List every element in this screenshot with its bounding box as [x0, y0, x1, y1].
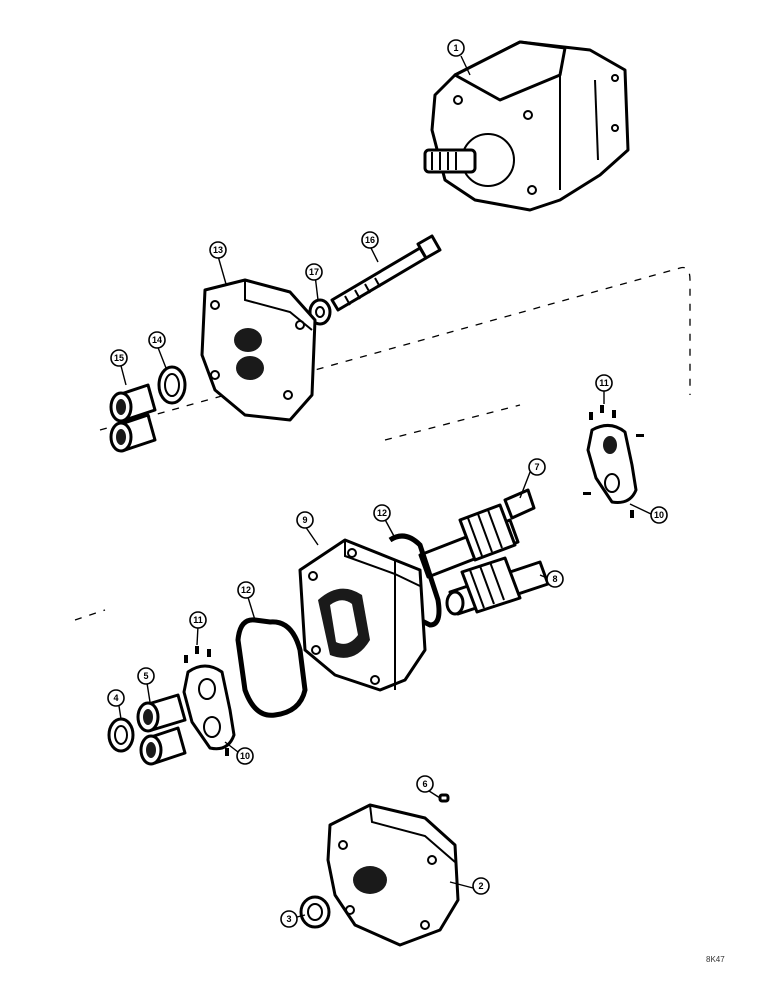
callout-14: 14	[148, 331, 166, 349]
callout-12-right: 12	[373, 504, 391, 522]
svg-text:5: 5	[143, 671, 148, 681]
part-5-bearings-lower	[136, 693, 187, 766]
guide-line-upper	[99, 266, 691, 431]
callout-11-right: 11	[595, 374, 613, 392]
callout-7: 7	[528, 458, 546, 476]
svg-text:9: 9	[302, 515, 307, 525]
part-2-rear-cover	[326, 803, 460, 947]
part-10-11-wear-plate-right	[583, 405, 644, 518]
callout-8: 8	[546, 570, 564, 588]
svg-text:15: 15	[114, 353, 124, 363]
callout-3: 3	[280, 910, 298, 928]
svg-text:3: 3	[286, 914, 291, 924]
callout-15: 15	[110, 349, 128, 367]
svg-text:2: 2	[478, 881, 483, 891]
part-14-seal-upper	[157, 365, 187, 405]
callout-2: 2	[472, 877, 490, 895]
svg-text:6: 6	[422, 779, 427, 789]
callout-13: 13	[209, 241, 227, 259]
part-4-seal-lower	[107, 717, 135, 753]
callout-4: 4	[107, 689, 125, 707]
svg-text:10: 10	[240, 751, 250, 761]
part-12-o-ring-right	[388, 533, 442, 628]
callout-10-left: 10	[236, 747, 254, 765]
svg-text:10: 10	[654, 510, 664, 520]
guide-line-mid	[384, 404, 521, 441]
svg-text:12: 12	[241, 585, 251, 595]
svg-text:16: 16	[365, 235, 375, 245]
svg-text:12: 12	[377, 508, 387, 518]
part-9-gear-housing	[298, 538, 427, 692]
callout-16: 16	[361, 231, 379, 249]
svg-text:14: 14	[152, 335, 162, 345]
callout-12-left: 12	[237, 581, 255, 599]
svg-text:4: 4	[113, 693, 118, 703]
callout-6: 6	[416, 775, 434, 793]
svg-text:11: 11	[193, 615, 203, 625]
part-15-bearings-upper	[109, 383, 157, 453]
svg-text:8: 8	[552, 574, 557, 584]
part-8-driven-gear	[445, 556, 550, 616]
part-7-drive-gear-shaft	[418, 488, 536, 579]
svg-text:11: 11	[599, 378, 609, 388]
guide-line-lower-left	[74, 609, 106, 621]
assembly-guide-lines	[74, 266, 691, 621]
svg-text:17: 17	[309, 267, 319, 277]
svg-text:13: 13	[213, 245, 223, 255]
callout-5: 5	[137, 667, 155, 685]
callout-9: 9	[296, 511, 314, 529]
part-12-o-ring-left	[235, 617, 308, 718]
callout-10-right: 10	[650, 506, 668, 524]
part-3-shaft-seal	[299, 895, 331, 929]
reference-code: 8K47	[706, 955, 725, 964]
callout-11-left: 11	[189, 611, 207, 629]
part-10-11-wear-plate-left	[182, 646, 236, 756]
svg-text:7: 7	[534, 462, 539, 472]
part-13-front-cover	[200, 278, 317, 422]
part-6-dowel-pin	[438, 793, 450, 803]
callout-1: 1	[447, 39, 465, 57]
part-16-bolt	[330, 234, 442, 312]
callout-17: 17	[305, 263, 323, 281]
svg-text:1: 1	[453, 43, 458, 53]
part-1-pump-assembly	[423, 40, 630, 212]
